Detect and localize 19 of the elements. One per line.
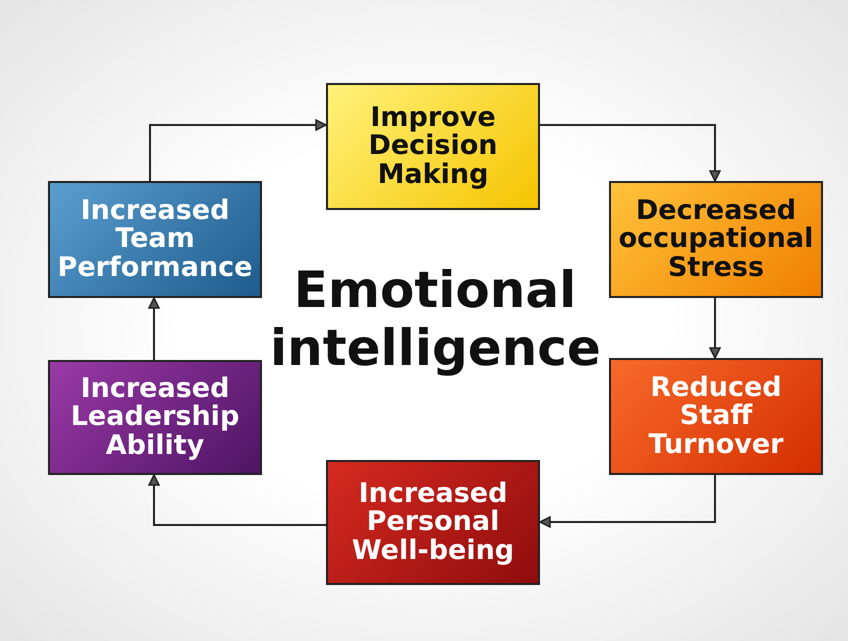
- box-label: Reduced Staff Turnover: [648, 370, 784, 462]
- arrow: [539, 475, 716, 528]
- arrow: [709, 298, 721, 359]
- arrow: [148, 297, 160, 360]
- box-label: Increased Leadership Ability: [70, 372, 240, 463]
- process-box: [609, 358, 823, 475]
- arrow: [149, 119, 327, 181]
- process-box: [326, 83, 540, 210]
- arrow: [148, 474, 326, 526]
- process-box: [48, 181, 262, 298]
- process-box: [609, 181, 823, 298]
- box-label: Decreased occupational Stress: [618, 194, 814, 285]
- box-label: Increased Team Performance: [56, 194, 254, 285]
- process-box: [48, 360, 262, 475]
- box-label: Increased Personal Well-being: [350, 476, 516, 568]
- box-label: Improve Decision Making: [367, 100, 499, 192]
- diagram-title: Emotional intelligence: [270, 262, 600, 377]
- arrow: [540, 124, 721, 182]
- process-box: [326, 460, 540, 585]
